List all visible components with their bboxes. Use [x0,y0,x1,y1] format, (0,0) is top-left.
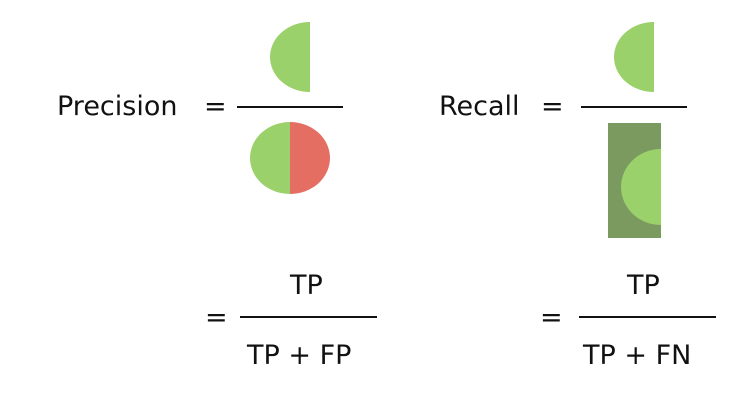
precision-denominator-tp-half-circle [250,122,290,194]
recall-numerator-tp-half-circle [614,22,654,92]
precision-formula-equals: = [205,302,228,333]
recall-denominator-tp-half-circle [621,149,661,225]
precision-formula-numerator: TP [290,270,323,301]
recall-formula-denominator: TP + FN [583,340,692,371]
precision-denominator-fp-half-circle [290,122,330,194]
recall-equals: = [541,91,564,122]
precision-numerator-tp-half-circle [270,22,310,92]
recall-formula-equals: = [540,302,563,333]
precision-formula-denominator: TP + FP [247,340,352,371]
recall-label: Recall [439,91,520,122]
precision-equals: = [204,91,227,122]
recall-formula-numerator: TP [627,270,660,301]
precision-label: Precision [57,91,178,122]
